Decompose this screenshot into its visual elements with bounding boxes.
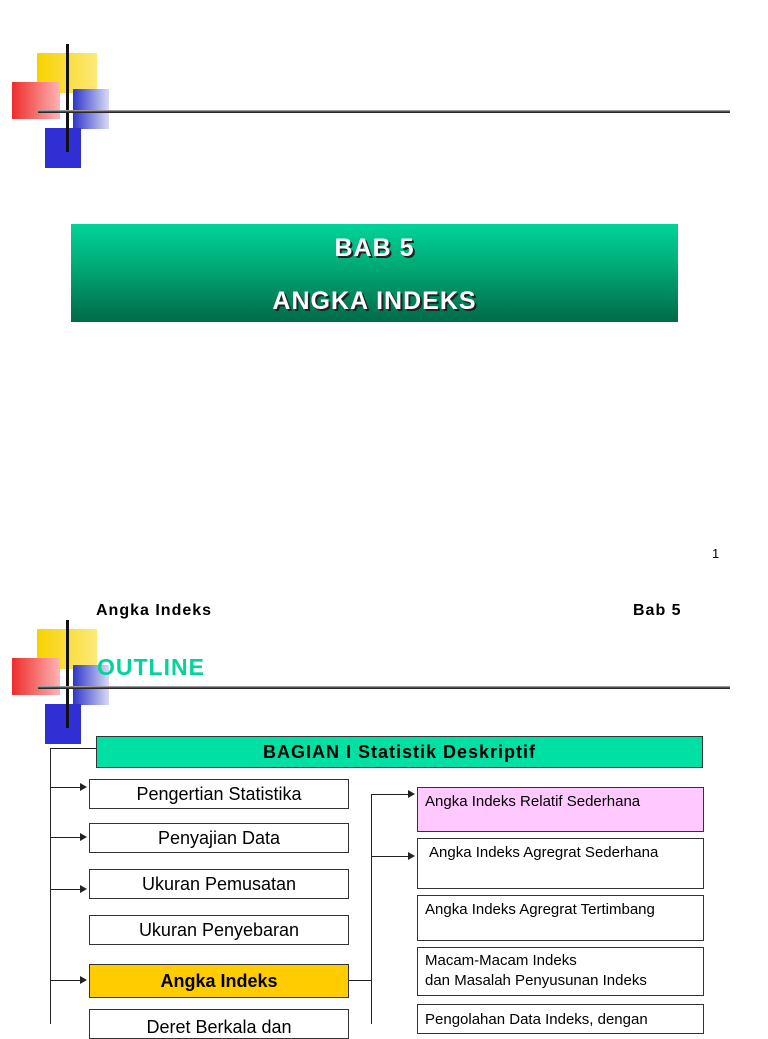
right-connector-spine	[371, 794, 372, 1024]
horizontal-rule	[38, 686, 730, 689]
subtopic-macam-line1: Macam-Macam Indeks	[425, 952, 577, 969]
lavender-square-icon	[73, 665, 109, 705]
outline-title: OUTLINE	[97, 654, 205, 680]
arrow-line	[371, 856, 409, 857]
blue-square-icon	[45, 704, 81, 744]
arrow-right-icon	[80, 885, 87, 893]
arrow-right-icon	[80, 783, 87, 791]
section-header: BAGIAN I Statistik Deskriptif	[96, 736, 703, 768]
banner-chapter: BAB 5	[334, 234, 415, 262]
subtopic-agregrat-sederhana[interactable]: Angka Indeks Agregrat Sederhana	[417, 838, 704, 889]
outline-item-pengertian[interactable]: Pengertian Statistika	[89, 779, 349, 809]
arrow-line	[371, 794, 409, 795]
subtopic-macam-line2: dan Masalah Penyusunan Indeks	[425, 972, 647, 989]
blue-square-icon	[45, 128, 81, 168]
outline-item-penyebaran[interactable]: Ukuran Penyebaran	[89, 915, 349, 945]
vertical-rule	[66, 44, 69, 152]
outline-item-deret-berkala[interactable]: Deret Berkala dan	[89, 1009, 349, 1039]
subtopic-agregrat-tertimbang[interactable]: Angka Indeks Agregrat Tertimbang	[417, 895, 704, 941]
arrow-line	[50, 889, 81, 890]
subtopic-relatif-sederhana[interactable]: Angka Indeks Relatif Sederhana	[417, 787, 704, 832]
red-square-icon	[12, 82, 60, 119]
red-square-icon	[12, 658, 60, 695]
header-right: Bab 5	[633, 602, 682, 619]
arrow-line	[50, 787, 81, 788]
outline-item-penyajian[interactable]: Penyajian Data	[89, 823, 349, 853]
outline-item-angka-indeks[interactable]: Angka Indeks	[89, 964, 349, 998]
banner-title: ANGKA INDEKS	[272, 287, 477, 315]
active-connector	[349, 980, 371, 981]
left-connector-spine	[50, 748, 51, 1024]
horizontal-rule	[38, 110, 730, 113]
left-connector-top	[50, 748, 96, 749]
page-number: 1	[712, 546, 720, 561]
arrow-right-icon	[80, 833, 87, 841]
arrow-right-icon	[80, 976, 87, 984]
arrow-line	[50, 837, 81, 838]
subtopic-pengolahan-data[interactable]: Pengolahan Data Indeks, dengan	[417, 1004, 704, 1034]
arrow-line	[50, 980, 81, 981]
arrow-right-icon	[408, 790, 415, 798]
subtopic-macam-indeks[interactable]: Macam-Macam Indeks dan Masalah Penyusuna…	[417, 947, 704, 996]
vertical-rule	[66, 620, 69, 728]
title-banner: BAB 5 ANGKA INDEKS	[71, 224, 678, 322]
outline-item-pemusatan[interactable]: Ukuran Pemusatan	[89, 869, 349, 899]
header-left: Angka Indeks	[96, 602, 213, 619]
lavender-square-icon	[73, 89, 109, 129]
arrow-right-icon	[408, 852, 415, 860]
